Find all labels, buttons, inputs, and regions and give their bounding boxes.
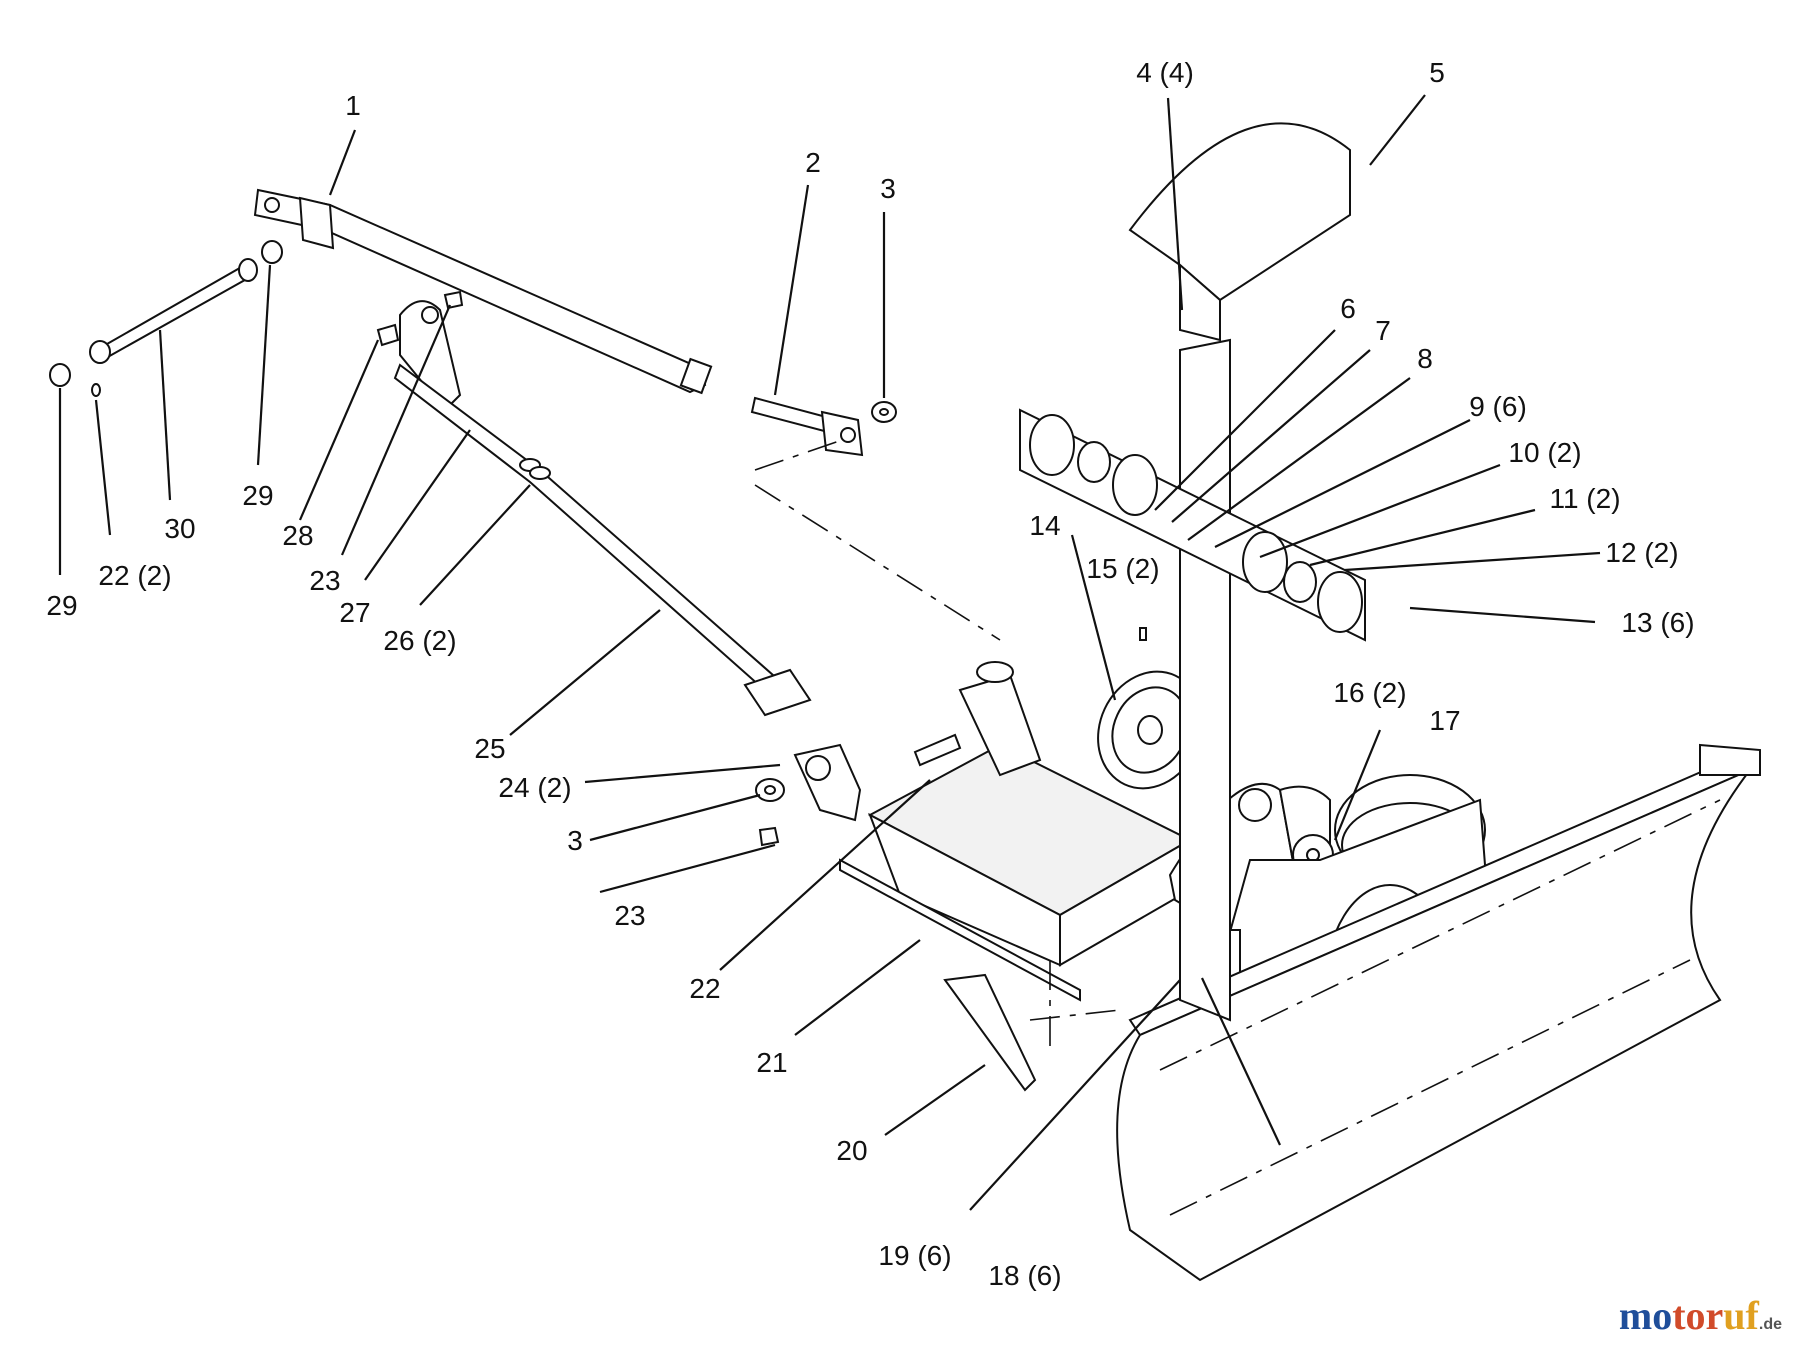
callout-1: 1 [345, 90, 361, 121]
callout-25: 25 [474, 733, 505, 764]
lever-bracket [755, 733, 962, 847]
callout-22-lower: 22 [689, 973, 720, 1004]
callout-7: 7 [1375, 315, 1391, 346]
callout-30: 30 [164, 513, 195, 544]
callout-10: 10 (2) [1508, 437, 1581, 468]
pivot-shaft [49, 240, 283, 397]
callout-29-lower: 29 [46, 590, 77, 621]
callout-24: 24 (2) [498, 772, 571, 803]
callout-16: 16 (2) [1333, 677, 1406, 708]
callout-19: 19 (6) [878, 1240, 951, 1271]
guide-line [754, 484, 1001, 641]
callout-18: 18 (6) [988, 1260, 1061, 1291]
callout-27: 27 [339, 597, 370, 628]
callout-15: 15 (2) [1086, 553, 1159, 584]
washer-hole [879, 408, 889, 416]
callout-13: 13 (6) [1621, 607, 1694, 638]
callout-23-lower: 23 [614, 900, 645, 931]
guide-line [754, 439, 843, 471]
bell-crank [376, 290, 464, 412]
callout-17: 17 [1429, 705, 1460, 736]
threaded-rod [750, 396, 864, 457]
callout-5: 5 [1429, 57, 1445, 88]
tie-bar [943, 973, 1037, 1092]
callout-3: 3 [880, 173, 896, 204]
callout-11: 11 (2) [1549, 483, 1620, 514]
callout-9: 9 (6) [1469, 391, 1527, 422]
callout-14: 14 [1029, 510, 1060, 541]
long-rod [393, 363, 812, 717]
callout-6: 6 [1340, 293, 1356, 324]
callout-26: 26 (2) [383, 625, 456, 656]
callout-4: 4 (4) [1136, 57, 1194, 88]
watermark-logo: motoruf.de [1618, 1293, 1782, 1338]
callout-28: 28 [282, 520, 313, 551]
lift-arm [253, 188, 713, 395]
guide-line [1029, 1009, 1121, 1021]
callout-3-lower: 3 [567, 825, 583, 856]
plow-blade [1116, 743, 1761, 1282]
callout-12: 12 (2) [1605, 537, 1678, 568]
callout-29-upper: 29 [242, 480, 273, 511]
callout-8: 8 [1417, 343, 1433, 374]
leader-lines [58, 94, 1601, 1211]
callout-21: 21 [756, 1047, 787, 1078]
callout-2: 2 [805, 147, 821, 178]
main-frame [839, 661, 1193, 1002]
callout-22-upper: 22 (2) [98, 560, 171, 591]
bearing-kit-panel [1019, 408, 1366, 642]
callout-20: 20 [836, 1135, 867, 1166]
callout-23-upper: 23 [309, 565, 340, 596]
